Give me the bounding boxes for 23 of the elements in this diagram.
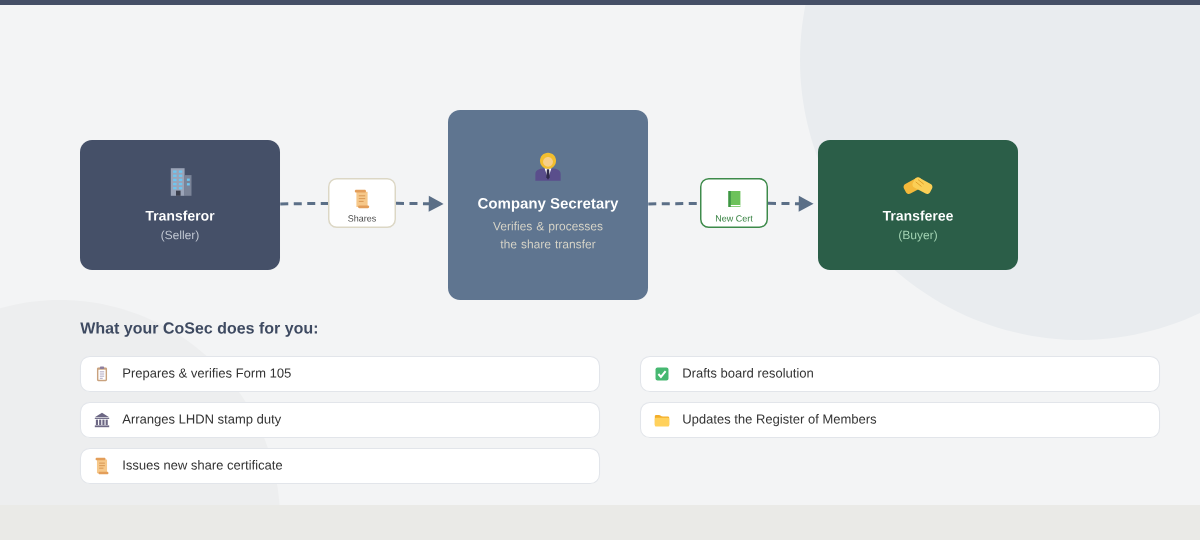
process-box [448, 110, 648, 300]
box-title: Company Secretary [478, 198, 619, 212]
party-box [80, 140, 280, 270]
box-subtitle: (Buyer) [899, 230, 937, 242]
item-tag: Shares [328, 178, 396, 228]
task-card [639, 401, 1161, 439]
connector-line [280, 201, 329, 206]
task-card [79, 401, 601, 439]
box-subtitle: (Seller) [161, 230, 199, 242]
task-text: Drafts board resolution [683, 368, 813, 378]
box-subtitle: Verifies & processes the share transfer [493, 221, 603, 249]
task-text: Arranges LHDN stamp duty [122, 414, 282, 427]
party-box [818, 140, 1018, 270]
box-title: Transferor [145, 210, 215, 221]
task-card [639, 355, 1161, 393]
task-text: Prepares & verifies Form 105 [123, 368, 291, 381]
task-card [79, 447, 601, 485]
task-text: Issues new share certificate [123, 460, 283, 470]
box-title: Transferee [882, 210, 953, 221]
task-text: Updates the Register of Members [683, 414, 877, 427]
item-tag: New Cert [700, 178, 768, 228]
task-card [79, 355, 601, 393]
section-heading: What your CoSec does for you: [80, 321, 317, 337]
